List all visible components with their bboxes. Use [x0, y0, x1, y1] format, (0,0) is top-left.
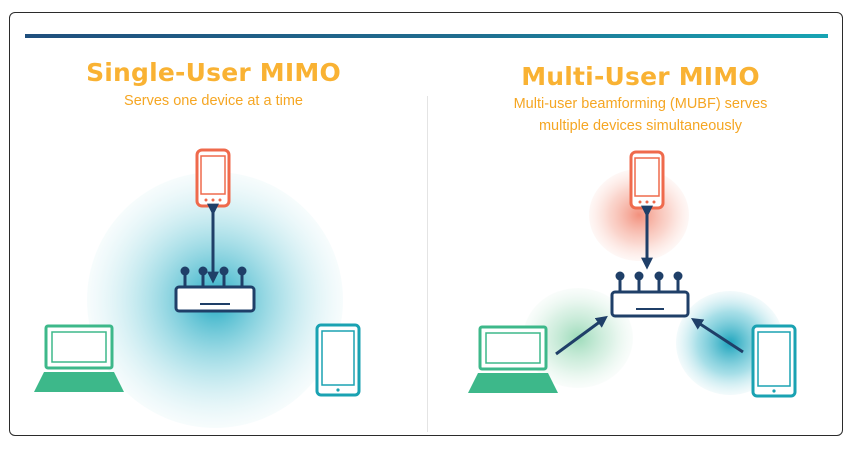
tablet-icon [315, 323, 361, 397]
multi-user-title: Multi-User MIMO [521, 62, 760, 91]
router-icon [174, 266, 256, 313]
laptop-icon [468, 325, 558, 393]
multi-user-subtitle-line-1: Multi-user beamforming (MUBF) serves [513, 96, 768, 112]
smartphone-icon [195, 148, 231, 208]
smartphone-icon [629, 150, 665, 210]
panel-divider [427, 96, 428, 432]
arrow-icon [555, 315, 608, 356]
header-rule [25, 34, 828, 38]
single-user-title: Single-User MIMO [86, 58, 341, 87]
laptop-icon [34, 324, 124, 392]
multi-user-subtitle-line-2: multiple devices simultaneously [538, 118, 743, 134]
tablet-icon [751, 324, 797, 398]
router-icon [610, 271, 690, 318]
arrow-icon [690, 318, 744, 354]
single-user-subtitle: Serves one device at a time [124, 93, 303, 109]
multi-user-subtitle: Multi-user beamforming (MUBF) serves mul… [427, 93, 854, 137]
